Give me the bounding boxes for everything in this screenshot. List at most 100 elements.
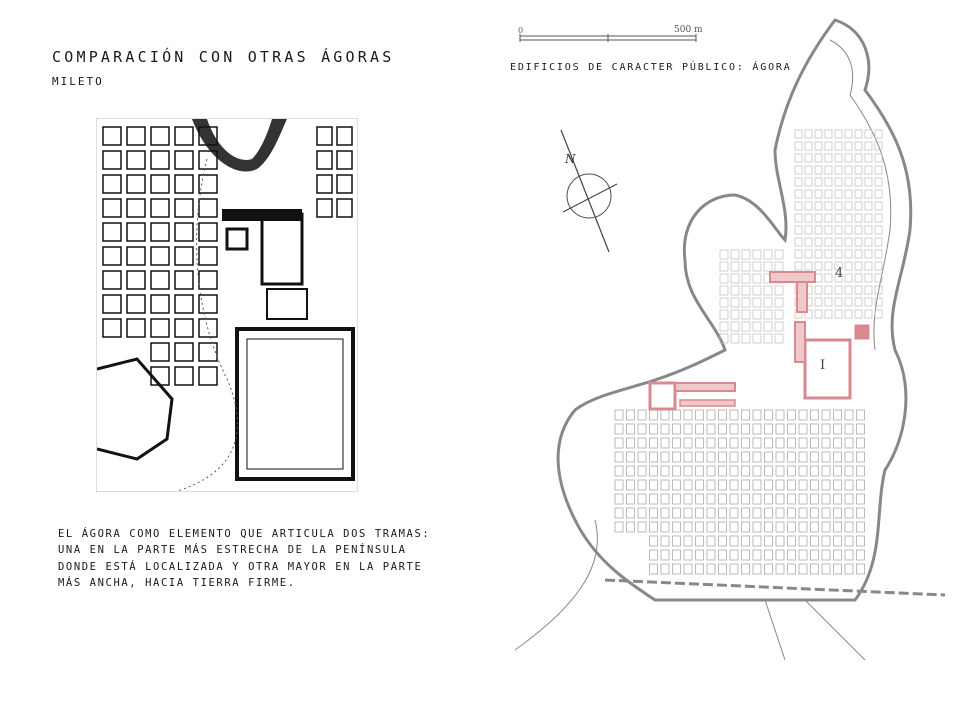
grid-block xyxy=(844,549,854,561)
grid-block xyxy=(683,507,693,519)
grid-block xyxy=(833,493,842,505)
agora-label: I xyxy=(820,358,826,373)
grid-block xyxy=(874,141,883,151)
grid-block xyxy=(775,451,785,463)
grid-block xyxy=(798,549,808,561)
grid-block xyxy=(752,273,762,284)
grid-block xyxy=(794,189,803,199)
grid-block xyxy=(660,507,670,519)
grid-block xyxy=(864,261,873,271)
city-block xyxy=(126,318,146,338)
grid-block xyxy=(774,249,784,260)
grid-block xyxy=(718,493,727,505)
grid-block xyxy=(787,507,796,519)
grid-block xyxy=(834,237,843,247)
grid-block xyxy=(856,535,865,547)
grid-block xyxy=(741,521,750,533)
grid-block xyxy=(729,563,739,575)
grid-block xyxy=(718,437,727,449)
grid-block xyxy=(729,409,739,421)
grid-block xyxy=(752,285,762,296)
grid-block xyxy=(672,423,681,435)
grid-block xyxy=(810,451,819,463)
grid-block xyxy=(752,465,762,477)
grid-block xyxy=(719,321,729,332)
south-agora-inner xyxy=(246,338,344,470)
city-block xyxy=(150,222,170,242)
grid-block xyxy=(729,521,739,533)
grid-block xyxy=(844,493,854,505)
city-block xyxy=(174,270,194,290)
grid-block xyxy=(660,451,670,463)
grid-block xyxy=(718,535,727,547)
city-block xyxy=(150,318,170,338)
grid-block xyxy=(614,465,624,477)
city-block xyxy=(198,342,218,362)
grid-block xyxy=(672,437,681,449)
city-block xyxy=(198,366,218,386)
west-agora xyxy=(648,381,677,411)
grid-block xyxy=(775,465,785,477)
city-block xyxy=(198,318,218,338)
grid-block xyxy=(741,451,750,463)
grid-block xyxy=(856,507,865,519)
grid-block xyxy=(729,493,739,505)
grid-block xyxy=(741,261,751,272)
grid-block xyxy=(856,521,865,533)
grid-block xyxy=(833,423,842,435)
grid-block xyxy=(764,465,773,477)
city-block xyxy=(150,174,170,194)
city-block xyxy=(316,126,333,146)
grid-block xyxy=(763,285,773,296)
city-block xyxy=(198,150,218,170)
grid-block xyxy=(821,521,831,533)
grid-block xyxy=(774,285,784,296)
grid-block xyxy=(741,507,750,519)
road xyxy=(764,599,786,661)
grid-block xyxy=(856,451,865,463)
grid-block xyxy=(824,129,833,139)
grid-block xyxy=(844,273,853,283)
grid-block xyxy=(834,297,843,307)
grid-block xyxy=(798,437,808,449)
grid-block xyxy=(844,437,854,449)
grid-block xyxy=(844,141,853,151)
grid-block xyxy=(864,141,873,151)
grid-block xyxy=(834,153,843,163)
grid-block xyxy=(730,273,740,284)
grid-block xyxy=(752,409,762,421)
grid-block xyxy=(834,285,843,295)
grid-block xyxy=(844,177,853,187)
grid-block xyxy=(804,309,813,319)
grid-block xyxy=(854,141,863,151)
agora-court xyxy=(260,212,304,286)
grid-block xyxy=(752,437,762,449)
contour-line xyxy=(176,158,238,491)
grid-block xyxy=(821,465,831,477)
grid-block xyxy=(741,333,751,344)
grid-block xyxy=(821,507,831,519)
grid-block xyxy=(844,297,853,307)
grid-block xyxy=(718,465,727,477)
agora-west-stoa xyxy=(794,321,806,363)
page-subtitle: MILETO xyxy=(52,75,104,88)
grid-block xyxy=(833,507,842,519)
grid-block xyxy=(854,129,863,139)
grid-block xyxy=(844,213,853,223)
grid-block xyxy=(794,165,803,175)
grid-block xyxy=(844,409,854,421)
grid-block xyxy=(764,507,773,519)
grid-block xyxy=(834,213,843,223)
grid-block xyxy=(864,213,873,223)
grid-block xyxy=(718,451,727,463)
grid-block xyxy=(672,451,681,463)
grid-block xyxy=(798,521,808,533)
grid-block xyxy=(804,249,813,259)
grid-block xyxy=(798,493,808,505)
grid-block xyxy=(706,507,716,519)
grid-block xyxy=(741,549,750,561)
grid-block xyxy=(626,423,635,435)
city-block xyxy=(174,174,194,194)
grid-block xyxy=(794,225,803,235)
grid-block xyxy=(834,225,843,235)
